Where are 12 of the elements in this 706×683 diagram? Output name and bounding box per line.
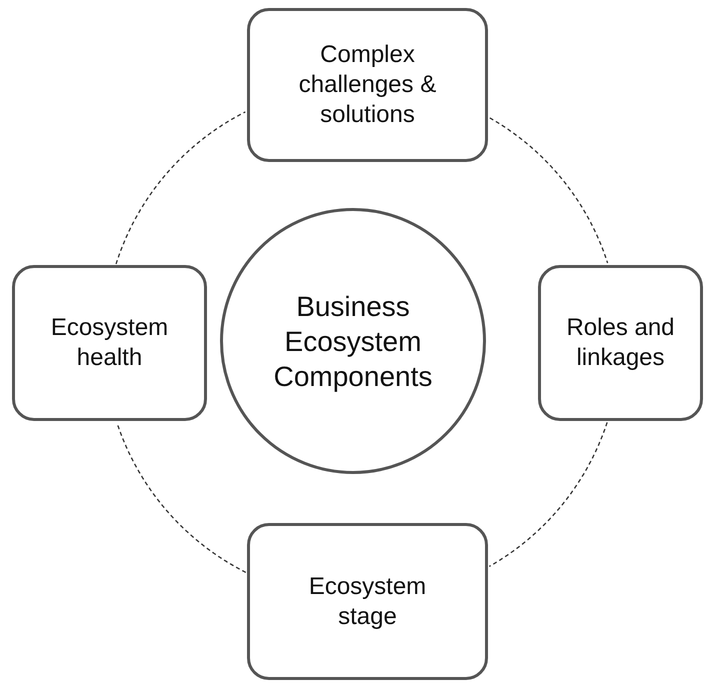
dashed-connector (488, 422, 608, 567)
node-label: Business Ecosystem Components (272, 290, 434, 394)
node-label: Roles and linkages (565, 313, 676, 373)
component-box (12, 265, 207, 421)
component-box (247, 523, 488, 680)
dashed-connector (115, 111, 246, 264)
node-label: Complex challenges & solutions (298, 40, 438, 130)
dashed-connector (489, 117, 608, 264)
node-label: Ecosystem stage (308, 572, 428, 632)
component-box (247, 8, 488, 162)
node-label: Ecosystem health (50, 313, 170, 373)
component-box (538, 265, 703, 421)
